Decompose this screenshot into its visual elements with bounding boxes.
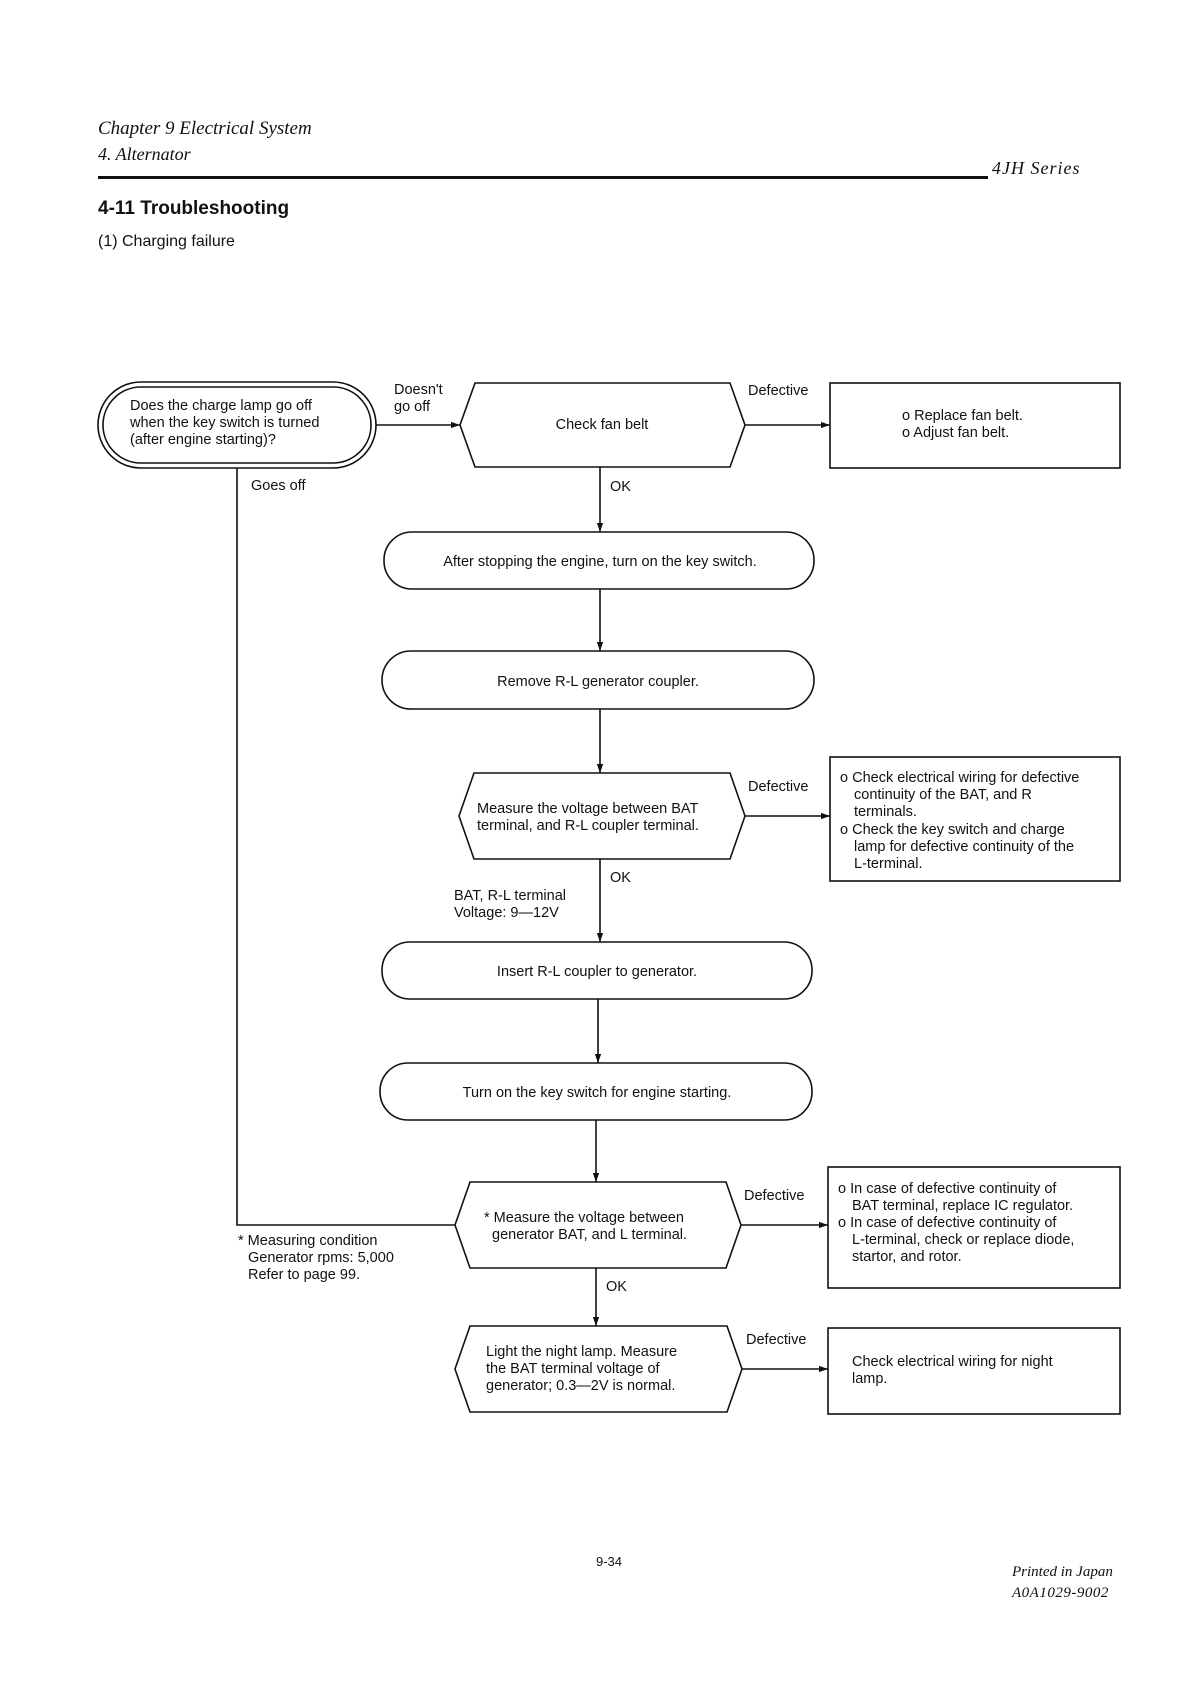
chapter-heading: Chapter 9 Electrical System <box>98 118 312 139</box>
night-lamp-line-3: generator; 0.3—2V is normal. <box>486 1378 675 1394</box>
bat-l-remedy-line-2: BAT terminal, replace IC regulator. <box>852 1198 1073 1214</box>
page-title: 4-11 Troubleshooting <box>98 198 290 219</box>
remove-coupler-step-box <box>381 650 815 710</box>
check-fan-belt-text: Check fan belt <box>556 417 649 433</box>
page-number: 9-34 <box>596 1554 623 1569</box>
night-lamp-remedy-line-2: lamp. <box>852 1371 887 1387</box>
remove-coupler-step-text: Remove R-L generator coupler. <box>497 674 699 690</box>
measuring-condition-line-1: * Measuring condition <box>238 1233 377 1249</box>
goes-off-label: Goes off <box>251 478 307 494</box>
bat-l-remedy-line-1: o In case of defective continuity of <box>838 1181 1057 1197</box>
printed-in-label: Printed in Japan <box>1012 1564 1113 1580</box>
defective-label-bat-l: Defective <box>744 1188 804 1204</box>
measuring-condition-line-2: Generator rpms: 5,000 <box>248 1250 394 1266</box>
defective-label-bat-rl: Defective <box>748 779 808 795</box>
measure-bat-rl-box <box>458 772 746 860</box>
key-switch-step-text: After stopping the engine, turn on the k… <box>443 554 757 570</box>
night-lamp-line-1: Light the night lamp. Measure <box>486 1344 677 1360</box>
bat-rl-remedy-box <box>829 756 1121 882</box>
start-text-line-2: when the key switch is turned <box>129 415 319 431</box>
measure-bat-l-line-2: generator BAT, and L terminal. <box>492 1227 687 1243</box>
ok-label-bat-rl: OK <box>610 870 631 886</box>
bat-l-remedy-line-4: L-terminal, check or replace diode, <box>852 1232 1074 1248</box>
defective-label-fan-belt: Defective <box>748 383 808 399</box>
page-subtitle: (1) Charging failure <box>98 233 235 250</box>
bat-l-remedy-line-3: o In case of defective continuity of <box>838 1215 1057 1231</box>
insert-coupler-step-text: Insert R-L coupler to generator. <box>497 964 697 980</box>
start-text-line-1: Does the charge lamp go off <box>130 398 313 414</box>
bat-rl-voltage-line-2: Voltage: 9—12V <box>454 905 559 921</box>
key-switch-step-box <box>383 531 815 590</box>
bat-rl-remedy-line-3: terminals. <box>854 804 917 820</box>
bat-l-remedy-line-5: startor, and rotor. <box>852 1249 962 1265</box>
start-text-line-3: (after engine starting)? <box>130 432 276 448</box>
ok-label-bat-l: OK <box>606 1279 627 1295</box>
bat-rl-remedy-line-5: lamp for defective continuity of the <box>854 839 1074 855</box>
connector-goes-off-path <box>236 468 455 1226</box>
night-lamp-box <box>454 1325 743 1413</box>
start-oval-inner <box>102 386 372 464</box>
header-rule <box>98 176 988 179</box>
measure-bat-l-line-1: * Measure the voltage between <box>484 1210 684 1226</box>
bat-rl-remedy-line-1: o Check electrical wiring for defective <box>840 770 1079 786</box>
doesnt-go-off-label-1: Doesn't <box>394 382 443 398</box>
section-heading: 4. Alternator <box>98 144 191 164</box>
series-label: 4JH Series <box>992 158 1081 178</box>
measure-bat-rl-line-2: terminal, and R-L coupler terminal. <box>477 818 699 834</box>
ok-label-fan-belt: OK <box>610 479 631 495</box>
fan-belt-remedy-line-1: o Replace fan belt. <box>902 408 1023 424</box>
engine-start-step-text: Turn on the key switch for engine starti… <box>463 1085 732 1101</box>
night-lamp-line-2: the BAT terminal voltage of <box>486 1361 661 1377</box>
night-lamp-remedy-line-1: Check electrical wiring for night <box>852 1354 1053 1370</box>
bat-rl-remedy-line-6: L-terminal. <box>854 856 923 872</box>
measuring-condition-line-3: Refer to page 99. <box>248 1267 360 1283</box>
insert-coupler-step-box <box>381 941 813 1000</box>
document-code: A0A1029-9002 <box>1012 1585 1109 1601</box>
bat-l-remedy-box <box>827 1166 1121 1289</box>
measure-bat-rl-line-1: Measure the voltage between BAT <box>477 801 699 817</box>
night-lamp-remedy-box <box>827 1327 1121 1415</box>
bat-rl-voltage-line-1: BAT, R-L terminal <box>454 888 566 904</box>
bat-rl-remedy-line-4: o Check the key switch and charge <box>840 822 1065 838</box>
defective-label-night-lamp: Defective <box>746 1332 806 1348</box>
doesnt-go-off-label-2: go off <box>394 399 431 415</box>
fan-belt-remedy-line-2: o Adjust fan belt. <box>902 425 1009 441</box>
bat-rl-remedy-line-2: continuity of the BAT, and R <box>854 787 1032 803</box>
